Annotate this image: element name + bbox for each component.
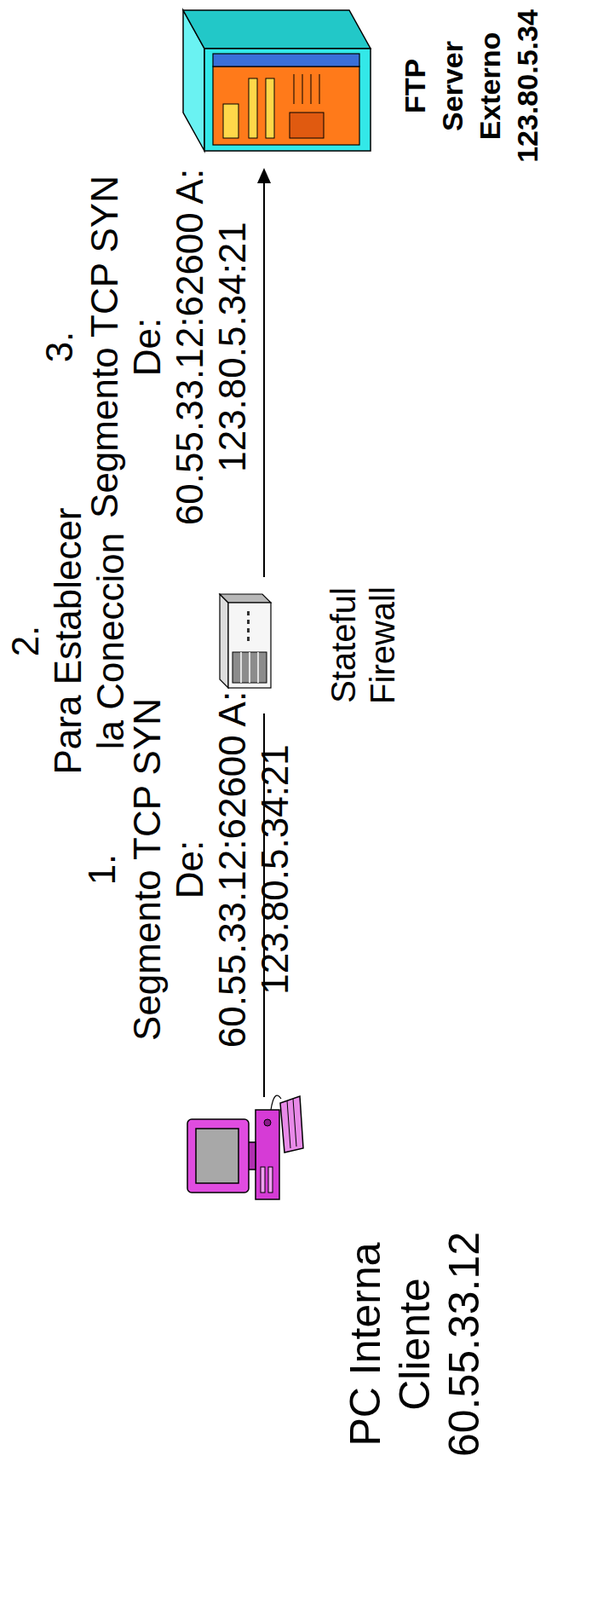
server-icon-part <box>302 74 304 104</box>
node-text-column: PC Interna Cliente60.55.33.12 <box>340 1228 489 1459</box>
server-icon-part <box>310 74 312 104</box>
pc-icon-part <box>280 1095 304 1152</box>
server-icon-part <box>293 74 295 104</box>
pc-icon-part <box>187 1118 249 1192</box>
step-number: 3. <box>38 331 81 363</box>
firewall-icon-part <box>257 651 259 683</box>
firewall-icon-part <box>247 636 250 641</box>
pc-icon-part <box>260 1166 265 1192</box>
node-text-column: FTP Server Externo123.80.5.34 <box>396 4 547 168</box>
firewall-icon-part <box>247 619 250 624</box>
step-number: 1. <box>80 853 124 886</box>
node-label: Stateful Firewall <box>323 576 403 713</box>
pc-icon-part <box>293 1097 297 1146</box>
firewall-icon-part <box>240 651 242 683</box>
firewall-icon-part <box>232 651 267 683</box>
firewall-icon-part <box>219 593 229 688</box>
pc-icon-part <box>287 1099 291 1148</box>
firewall-icon-part <box>228 602 271 688</box>
server-icon-part <box>183 10 371 49</box>
pc-icon-part <box>255 1109 280 1199</box>
node-label: PC Interna Cliente <box>340 1230 440 1457</box>
pc-icon-part <box>264 1118 271 1126</box>
server-icon-part <box>204 48 371 151</box>
edge-label: Segmento TCP SYN De: 60.55.33.12:62600 A… <box>83 157 254 537</box>
firewall-icon-part <box>247 610 250 615</box>
node-label: FTP Server Externo <box>396 21 509 152</box>
client-pc: PC Interna Cliente60.55.33.12 <box>178 1096 495 1472</box>
connector <box>257 167 271 577</box>
step-note: Para Establecer la Coneccion <box>46 500 133 782</box>
pc-icon-part <box>195 1127 239 1183</box>
server-icon-part <box>319 74 321 104</box>
server-icon-part <box>289 112 324 138</box>
server-icon-part <box>265 78 275 138</box>
node-text-column: Stateful Firewall <box>323 576 403 713</box>
firewall-icon-part <box>219 593 271 603</box>
firewall-icon-part <box>248 651 251 683</box>
arrowhead <box>257 167 271 184</box>
server-icon <box>183 10 371 151</box>
step-number: 2. <box>4 625 47 657</box>
server-icon-part <box>223 103 239 138</box>
connector-line <box>263 181 265 577</box>
server-icon-part <box>248 78 258 138</box>
pc-icon-part <box>270 1094 282 1110</box>
ip-address: 60.55.33.12 <box>439 1228 489 1459</box>
server-icon-part <box>212 66 360 145</box>
server-icon-part <box>212 53 360 67</box>
pc-icon <box>187 1094 304 1199</box>
ftp-server: FTP Server Externo123.80.5.34 <box>178 4 552 168</box>
pc-icon-part <box>268 1166 273 1192</box>
ip-address: 123.80.5.34 <box>508 4 547 168</box>
firewall-icon <box>219 593 271 688</box>
edge-label: Segmento TCP SYN De: 60.55.33.12:62600 A… <box>126 679 297 1059</box>
firewall-icon-part <box>247 627 250 633</box>
